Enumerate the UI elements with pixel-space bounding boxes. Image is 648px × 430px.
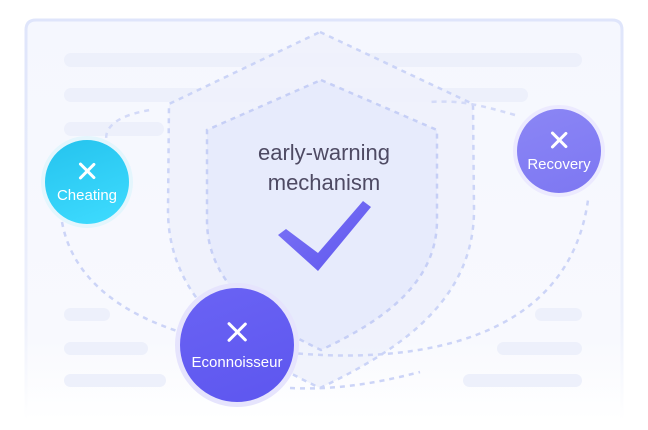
cheating-badge: Cheating (41, 136, 133, 228)
placeholder-bar (64, 308, 110, 321)
placeholder-bar (64, 122, 164, 136)
econnoisseur-label: Econnoisseur (191, 353, 283, 371)
placeholder-bar (535, 308, 582, 321)
orbit-curve (60, 199, 590, 357)
early-warning-title: early-warning mechanism (210, 138, 438, 198)
check-icon (278, 201, 371, 271)
close-icon (225, 320, 249, 344)
placeholder-bar (463, 374, 582, 387)
orbit-curve (429, 100, 516, 117)
placeholder-bar (64, 342, 148, 355)
title-line-1: early-warning (257, 140, 391, 165)
close-icon (549, 130, 569, 150)
econnoisseur-badge: Econnoisseur (175, 283, 299, 407)
orbit-curve (289, 370, 421, 390)
title-line-2: mechanism (267, 170, 381, 195)
placeholder-bar (64, 374, 166, 387)
close-icon (77, 161, 97, 181)
placeholder-bar (497, 342, 582, 355)
recovery-label: Recovery (527, 155, 591, 173)
recovery-badge: Recovery (513, 105, 605, 197)
inner-shield (205, 78, 439, 352)
cheating-label: Cheating (56, 186, 118, 204)
